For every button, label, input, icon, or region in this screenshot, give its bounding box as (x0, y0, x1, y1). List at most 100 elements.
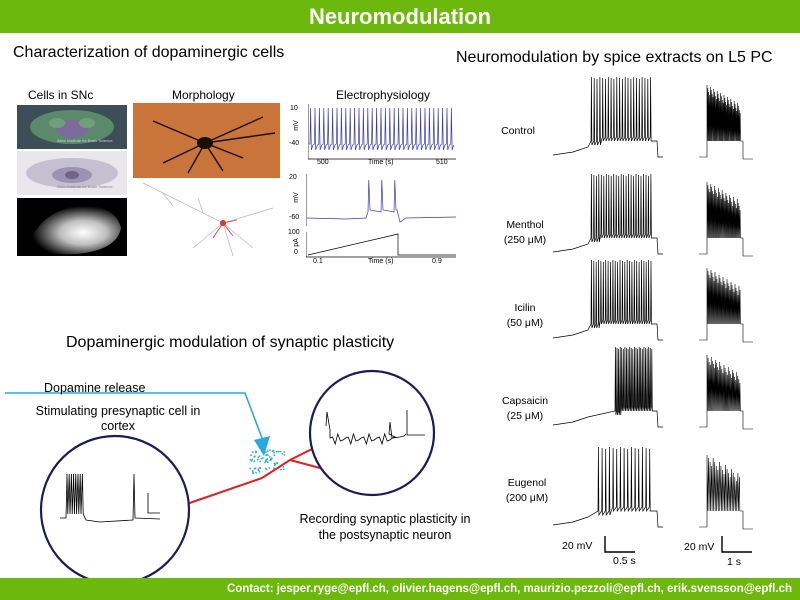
dopamine-arrowhead (254, 436, 270, 456)
dopamine-vesicle (268, 456, 271, 458)
dopamine-vesicle (266, 458, 269, 460)
dopamine-vesicle (282, 468, 285, 471)
top-ytick-2: -40 (289, 140, 300, 147)
morphology-reconstruction (133, 178, 280, 260)
snc-nissl-image: Allen Institute for Brain Science (17, 151, 127, 195)
recording-label-line1: Recording synaptic plasticity in (299, 512, 471, 526)
dopamine-vesicle (252, 451, 254, 453)
dopamine-vesicle (257, 468, 260, 471)
presynaptic-scalebar (147, 493, 160, 514)
stimulating-label-line2: cortex (100, 419, 136, 433)
dopamine-vesicle (268, 467, 271, 469)
condition-name: Control (501, 125, 535, 137)
dopamine-vesicle (280, 468, 282, 471)
spice-trace-left-2 (553, 173, 663, 255)
dopamine-vesicle (269, 449, 271, 451)
dopamine-vesicles (249, 449, 286, 475)
dopamine-vesicle (282, 466, 285, 468)
fluorescence-drawing (27, 205, 121, 255)
cells-snc-label: Cells in SNc (28, 88, 94, 102)
scalebar-left-time: 0.5 s (613, 555, 636, 567)
scalebar-right (721, 536, 752, 553)
condition-label-menthol: Menthol (250 μM) (490, 218, 560, 248)
spice-trace-right-2 (699, 181, 753, 257)
spice-trace-right-1 (699, 84, 753, 160)
dopamine-vesicle (266, 461, 269, 464)
dopamine-vesicle (260, 457, 263, 460)
condition-label-control: Control (488, 124, 548, 139)
contact-info: Contact: jesper.ryge@epfl.ch, olivier.ha… (226, 583, 792, 595)
top-xlabel: Time (s) (368, 159, 394, 166)
ephys-bottom-panel: 20 -60 mV 100 0 pA 0.1 Time (s) 0.9 (284, 172, 459, 267)
top-xtick-2: 510 (436, 159, 448, 166)
bottom-yunit-mv: mV (292, 192, 300, 203)
spice-trace-right-5 (699, 454, 753, 530)
condition-label-icilin: Icilin (50 μM) (490, 301, 560, 331)
condition-concentration: (200 μM) (505, 492, 549, 504)
page-title: Neuromodulation (308, 4, 492, 29)
recording-label-line2: the postsynaptic neuron (318, 528, 452, 542)
ephys-top-panel: 10 -40 mV 500 Time (s) 510 (284, 102, 459, 172)
top-xtick-1: 500 (317, 159, 329, 166)
condition-name: Menthol (506, 219, 544, 231)
dopamine-vesicle (265, 468, 268, 471)
dopamine-vesicle (254, 455, 256, 458)
presynaptic-trace (60, 473, 161, 523)
snc-atlas-image: Allen Institute for Brain Science (17, 105, 127, 149)
bottom-ytick-pa-1: 100 (288, 229, 300, 236)
plasticity-title: Dopaminergic modulation of synaptic plas… (66, 334, 395, 351)
dopamine-vesicle (250, 454, 252, 457)
condition-concentration: (250 μM) (503, 234, 547, 246)
nissl-drawing (26, 158, 118, 188)
bottom-ytick-mv-1: 20 (289, 174, 297, 181)
dopamine-vesicle (266, 454, 268, 457)
bottom-yunit-pa: pA (292, 238, 300, 247)
dopamine-vesicle (276, 462, 278, 464)
spice-trace-left-1 (553, 76, 663, 158)
presynaptic-circle (39, 434, 191, 580)
ephys-bottom-trace (306, 174, 456, 258)
connector-postsynaptic-bottom (289, 459, 321, 469)
reconstruction-drawing (142, 182, 274, 257)
dopamine-vesicle (253, 468, 256, 470)
dopamine-vesicle (255, 472, 257, 474)
condition-label-eugenol: Eugenol (200 μM) (492, 476, 562, 506)
dopamine-line (5, 392, 263, 439)
dopamine-vesicle (273, 451, 276, 454)
condition-label-capsaicin: Capsaicin (25 μM) (490, 394, 560, 424)
spice-trace-right-3 (699, 267, 753, 343)
dopamine-vesicle (263, 451, 266, 454)
scalebar-left (604, 536, 635, 553)
electrophysiology-label: Electrophysiology (336, 88, 431, 102)
dopamine-vesicle (255, 450, 257, 453)
dopamine-vesicle (252, 471, 254, 473)
scalebar-right-voltage: 20 mV (684, 541, 715, 553)
footer-bar (0, 578, 800, 600)
bottom-xlabel: Time (s) (368, 258, 394, 265)
dopamine-vesicle (275, 450, 278, 453)
recording-label: Recording synaptic plasticity in the pos… (290, 511, 480, 543)
bottom-xtick-1: 0.1 (313, 258, 323, 265)
bottom-ytick-mv-2: -60 (289, 214, 300, 221)
atlas-caption-2: Allen Institute for Brain Science (57, 184, 113, 189)
scalebar-left-voltage: 20 mV (562, 540, 593, 552)
plasticity-diagram (5, 369, 436, 580)
spice-title: Neuromodulation by spice extracts on L5 … (456, 49, 773, 66)
atlas-drawing (30, 110, 114, 144)
spice-traces-left (553, 76, 663, 528)
morphology-photo (133, 103, 280, 178)
connector-presynaptic (177, 477, 263, 508)
spice-trace-left-5 (553, 446, 663, 528)
dopamine-vesicle (259, 460, 261, 463)
title-banner (0, 0, 800, 33)
top-ytick-1: 10 (290, 105, 298, 112)
dopamine-vesicle (253, 460, 256, 463)
dopamine-vesicle (251, 458, 254, 461)
dopamine-vesicle (283, 454, 286, 456)
dopamine-vesicle (249, 459, 252, 461)
condition-name: Capsaicin (501, 395, 549, 407)
bottom-ytick-pa-2: 0 (294, 249, 298, 256)
condition-name: Eugenol (507, 477, 547, 489)
dopamine-vesicle (271, 450, 274, 453)
dopamine-vesicle (272, 467, 275, 470)
